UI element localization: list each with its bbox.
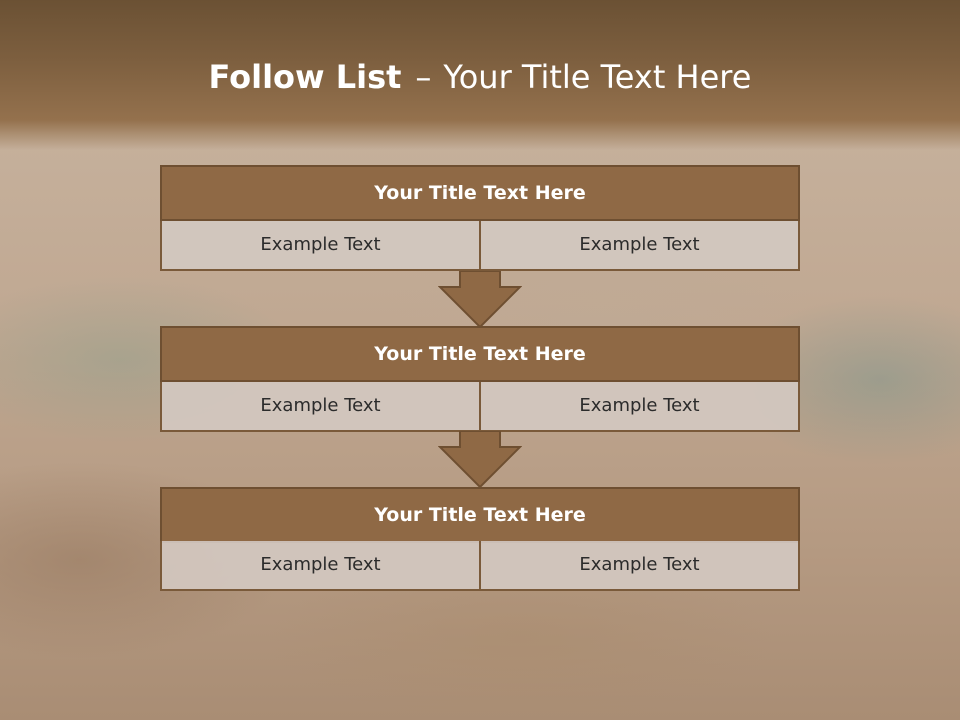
block-2-right-cell: Example Text — [479, 382, 798, 430]
header-band — [0, 0, 960, 150]
title-bold: Follow List — [208, 58, 402, 96]
slide-title: Follow List–Your Title Text Here — [0, 55, 960, 99]
block-3-cells: Example Text Example Text — [160, 541, 800, 591]
block-3-right-cell: Example Text — [479, 541, 798, 589]
block-1-cells: Example Text Example Text — [160, 221, 800, 271]
title-separator: – — [415, 58, 432, 96]
block-3-title: Your Title Text Here — [160, 487, 800, 543]
block-2-left-cell: Example Text — [162, 382, 479, 430]
block-1-left-cell: Example Text — [162, 221, 479, 269]
block-1-right-cell: Example Text — [479, 221, 798, 269]
block-2-cells: Example Text Example Text — [160, 382, 800, 432]
title-rest: Your Title Text Here — [443, 58, 752, 96]
block-3-left-cell: Example Text — [162, 541, 479, 589]
down-arrow-icon — [438, 431, 522, 489]
block-1-title: Your Title Text Here — [160, 165, 800, 221]
down-arrow-icon — [438, 271, 522, 329]
block-2-title: Your Title Text Here — [160, 326, 800, 382]
